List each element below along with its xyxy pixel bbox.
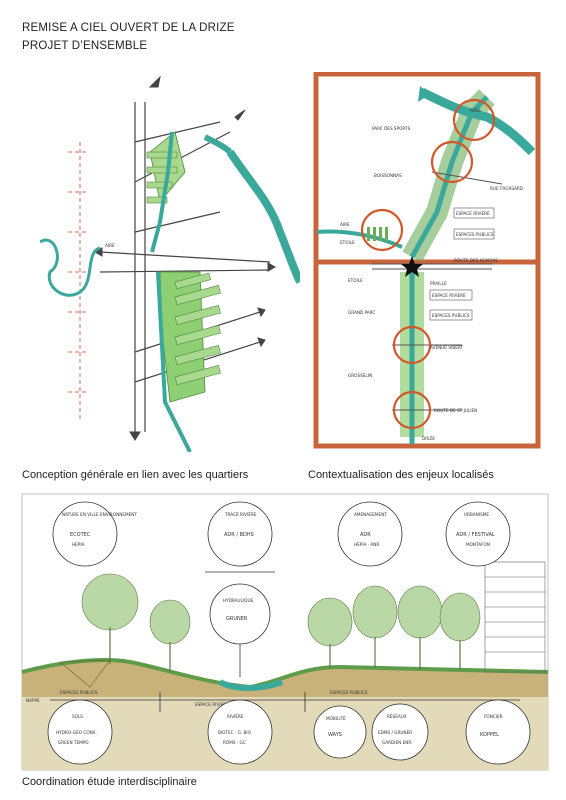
label-espace-riviere-2: ESPACE RIVIERE: [432, 293, 466, 298]
label-espace-riviere-1: ESPACE RIVIERE: [456, 211, 490, 216]
label-arve: ARVE: [470, 108, 481, 113]
label-boissonnas: BOISSONNAS: [374, 173, 402, 178]
masterplan-sketch: AIRE: [40, 75, 300, 452]
bubble-reseaux-title: RÉSEAUX: [387, 714, 407, 719]
label-route-des-acacias: ROUTE DES ACACIAS: [454, 258, 498, 263]
bubble-hydraulique-title: HYDRAULIQUE: [223, 598, 254, 603]
bubble-foncier-content: KOPPEL: [480, 732, 499, 738]
bubble-mobilite-content: WAYS: [328, 732, 342, 738]
label-espaces-publics-left: ESPACES PUBLICS: [60, 690, 98, 695]
bubble-sols-sub: GREEN TEMPO: [58, 740, 89, 745]
label-aire: AIRE: [340, 222, 350, 227]
label-rue-frossard: RUE FROSSARD: [490, 186, 523, 191]
bubble-nature-content: ECOTEC: [70, 532, 91, 538]
bubble-riviere-content: BIOTEC : G. BIO: [218, 730, 252, 735]
label-espaces-publics-right: ESPACES PUBLICS: [330, 690, 368, 695]
label-parc-des-sports: PARC DES SPORTS: [372, 126, 411, 131]
bubble-riviere-sub: ROMS : GC: [223, 740, 246, 745]
bubble-reseaux-sub: GARDIEN ENR.: [382, 740, 412, 745]
label-etoile-2: ETOILE: [348, 278, 363, 283]
label-praille: PRAILLE: [430, 281, 447, 286]
bubble-amenagement-content: ADR: [360, 532, 371, 538]
bubble-nature-title: NATURE EN VILLE ENVIRONNEMENT: [62, 512, 137, 517]
label-drize: DRIZE: [422, 436, 435, 441]
page-title: REMISE A CIEL OUVERT DE LA DRIZE: [22, 22, 235, 34]
context-map: ARVE PARC DES SPORTS BOISSONNAS RUE FROS…: [313, 72, 541, 449]
bubble-urbanisme-sub: MONTAFON: [466, 542, 490, 547]
label-grosselin: GROSSELIN: [348, 373, 372, 378]
bubble-mobilite-title: MOBILITÉ: [326, 716, 346, 721]
bubble-urbanisme-content: ADR / FESTIVAL: [456, 532, 495, 538]
bubble-amenagement-sub: HEPIA · ANR: [354, 542, 379, 547]
caption-left: Conception générale en lien avec les qua…: [22, 469, 249, 481]
bubble-hydraulique-content: GRUNER: [226, 616, 248, 622]
bubble-sols-content: HYDRO-GEO CONS.: [56, 730, 97, 735]
label-nappe: NAPPE: [26, 698, 40, 703]
bubble-foncier-title: FONCIER: [484, 714, 503, 719]
bubble-trace-content: ADR / BDHS: [224, 532, 254, 538]
page-subtitle: PROJET D’ENSEMBLE: [22, 40, 148, 52]
bubble-amenagement-title: AMENAGEMENT: [354, 512, 387, 517]
caption-right: Contextualisation des enjeux localisés: [308, 469, 494, 481]
label-espaces-publics-2: ESPACES PUBLICS: [432, 313, 470, 318]
bubble-trace-title: TRACÉ RIVIÈRE: [224, 512, 257, 517]
label-route-st-julien: ROUTE DE ST-JULIEN: [434, 408, 477, 413]
bubble-sols-title: SOLS: [72, 714, 83, 719]
section-drawing: NAPPE ESPACES PUBLICS ESPACE RIVIERE ESP…: [21, 493, 549, 771]
bubble-riviere-title: RIVIÈRE: [227, 714, 244, 719]
caption-bottom: Coordination étude interdisciplinaire: [22, 776, 197, 788]
bubble-urbanisme-title: URBANISME: [464, 512, 489, 517]
label-espaces-publics-1: ESPACES PUBLICS: [456, 232, 494, 237]
bubble-reseaux-content: EDMS / GRUNER: [378, 730, 412, 735]
label-grand-parc: GRAND PARC: [348, 310, 375, 315]
label-avenue-vibert: AVENUE VIBERT: [430, 345, 464, 350]
svg-text:AIRE: AIRE: [105, 243, 115, 248]
label-espace-riviere: ESPACE RIVIERE: [195, 702, 229, 707]
label-etoile-1: ETOILE: [340, 240, 355, 245]
bubble-nature-sub: HEPIA: [72, 542, 85, 547]
